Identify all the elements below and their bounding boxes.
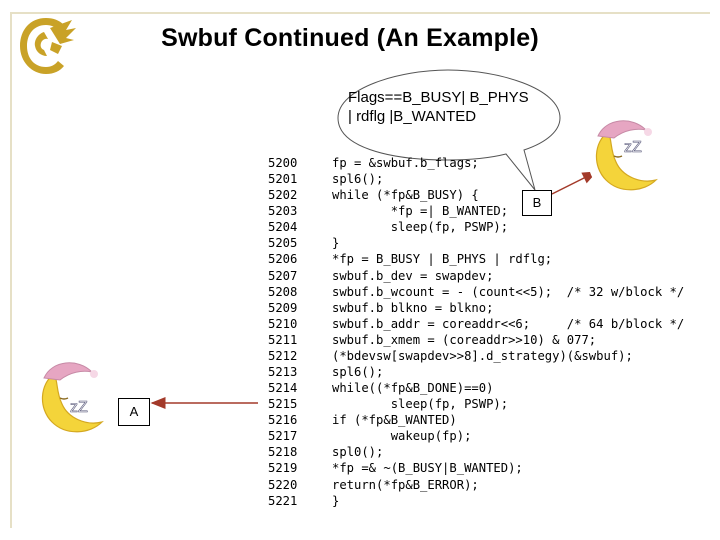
code-text: sleep(fp, PSWP); — [332, 220, 509, 235]
code-line: 5206 *fp = B_BUSY | B_PHYS | rdflg; — [262, 251, 684, 267]
code-line: 5200 fp = &swbuf.b_flags; — [262, 155, 684, 171]
label-a: A — [118, 398, 150, 426]
code-text: sleep(fp, PSWP); — [332, 397, 509, 412]
sleeping-moon-icon-a: zZ — [34, 362, 110, 440]
code-line: 5210 swbuf.b_addr = coreaddr<<6; /* 64 b/… — [262, 316, 684, 332]
code-text: swbuf.b_wcount = - (count<<5); /* 32 w/b… — [332, 284, 685, 299]
line-number: 5218 — [268, 445, 298, 460]
line-number: 5209 — [268, 300, 298, 315]
code-line: 5218 spl0(); — [262, 444, 684, 460]
sleep-text-a: zZ — [70, 399, 88, 416]
sleep-text-b: zZ — [624, 139, 642, 156]
code-line: 5209 swbuf.b blkno = blkno; — [262, 300, 684, 316]
callout-text: Flags==B_BUSY| B_PHYS | rdflg |B_WANTED — [348, 88, 558, 126]
slide-frame-left — [10, 12, 12, 528]
line-number: 5215 — [268, 397, 298, 412]
line-number: 5208 — [268, 284, 298, 299]
slide-frame-top — [10, 12, 710, 14]
line-number: 5203 — [268, 204, 298, 219]
code-text: } — [332, 236, 340, 251]
code-text: spl0(); — [332, 445, 384, 460]
code-text: swbuf.b_addr = coreaddr<<6; /* 64 b/bloc… — [332, 316, 685, 331]
line-number: 5214 — [268, 381, 298, 396]
code-text: spl6(); — [332, 172, 384, 187]
code-line: 5208 swbuf.b_wcount = - (count<<5); /* 32… — [262, 284, 684, 300]
line-number: 5211 — [268, 332, 298, 347]
code-text: fp = &swbuf.b_flags; — [332, 156, 479, 170]
code-line: 5220 return(*fp&B_ERROR); — [262, 477, 684, 493]
code-text: *fp = B_BUSY | B_PHYS | rdflg; — [332, 252, 553, 267]
code-text: *fp =& ~(B_BUSY|B_WANTED); — [332, 461, 523, 476]
slide-title: Swbuf Continued (An Example) — [161, 24, 539, 52]
code-line: 5216 if (*fp&B_WANTED) — [262, 412, 684, 428]
code-text: (*bdevsw[swapdev>>8].d_strategy)(&swbuf)… — [332, 348, 633, 363]
line-number: 5217 — [268, 429, 298, 444]
code-text: while((*fp&B_DONE)==0) — [332, 381, 494, 396]
code-line: 5204 sleep(fp, PSWP); — [262, 219, 684, 235]
code-line: 5219 *fp =& ~(B_BUSY|B_WANTED); — [262, 460, 684, 476]
line-number: 5212 — [268, 348, 298, 363]
code-line: 5221} — [262, 493, 684, 509]
label-b: B — [522, 190, 552, 216]
line-number: 5202 — [268, 188, 298, 203]
line-number: 5216 — [268, 413, 298, 428]
code-line: 5215 sleep(fp, PSWP); — [262, 396, 684, 412]
callout-line-1: Flags==B_BUSY| B_PHYS — [348, 89, 529, 106]
sleeping-moon-icon-b: zZ — [588, 120, 664, 198]
code-line: 5203 *fp =| B_WANTED; — [262, 203, 684, 219]
code-line: 5207 swbuf.b_dev = swapdev; — [262, 268, 684, 284]
code-line: 5214 while((*fp&B_DONE)==0) — [262, 380, 684, 396]
line-number: 5206 — [268, 252, 298, 267]
code-text: spl6(); — [332, 365, 384, 380]
code-line: 5201 spl6(); — [262, 171, 684, 187]
code-line: 5212 (*bdevsw[swapdev>>8].d_strategy)(&sw… — [262, 348, 684, 364]
code-text: *fp =| B_WANTED; — [332, 204, 509, 219]
code-line: 5211 swbuf.b_xmem = (coreaddr>>10) & 077; — [262, 332, 684, 348]
callout-line-2: | rdflg |B_WANTED — [348, 108, 477, 125]
code-line: 5205} — [262, 235, 684, 251]
code-text: swbuf.b_xmem = (coreaddr>>10) & 077; — [332, 332, 597, 347]
line-number: 5219 — [268, 461, 298, 476]
line-number: 5213 — [268, 365, 298, 380]
line-number: 5204 — [268, 220, 298, 235]
line-number: 5210 — [268, 316, 298, 331]
line-number: 5220 — [268, 477, 298, 492]
code-line: 5202 while (*fp&B_BUSY) { — [262, 187, 684, 203]
line-number: 5200 — [268, 156, 298, 170]
code-text: swbuf.b_dev = swapdev; — [332, 268, 494, 283]
line-number: 5207 — [268, 268, 298, 283]
code-text: while (*fp&B_BUSY) { — [332, 188, 479, 203]
code-text: return(*fp&B_ERROR); — [332, 477, 479, 492]
code-text: swbuf.b blkno = blkno; — [332, 300, 494, 315]
pegasus-logo-icon — [20, 18, 76, 74]
code-text: } — [332, 493, 340, 508]
code-text: wakeup(fp); — [332, 429, 472, 444]
code-line: 5213 spl6(); — [262, 364, 684, 380]
line-number: 5221 — [268, 493, 298, 508]
line-number: 5201 — [268, 172, 298, 187]
code-text: if (*fp&B_WANTED) — [332, 413, 457, 428]
line-number: 5205 — [268, 236, 298, 251]
code-line: 5217 wakeup(fp); — [262, 428, 684, 444]
source-code-listing: 5200 fp = &swbuf.b_flags; 5201 spl6(); 5202 w… — [262, 155, 684, 509]
